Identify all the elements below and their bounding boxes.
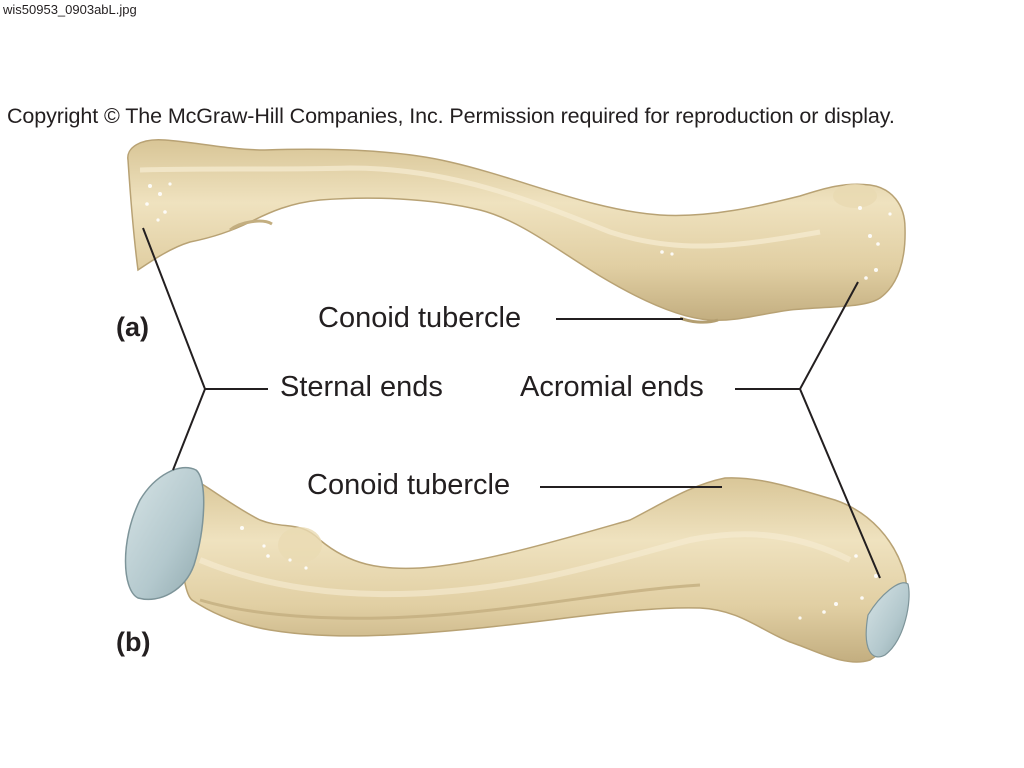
panel-label-a: (a) [116,312,149,342]
label-acromial-ends: Acromial ends [520,371,704,403]
label-conoid-tubercle-bottom: Conoid tubercle [307,469,511,501]
sternal-cartilage [124,466,205,601]
leader-sternal-fork [142,227,207,471]
label-sternal-ends: Sternal ends [280,371,443,403]
panel-label-b: (b) [116,627,151,657]
acromial-cartilage [865,582,910,658]
clavicle-a [127,139,906,324]
label-conoid-tubercle-top: Conoid tubercle [318,302,522,334]
leader-lines [142,227,881,579]
file-name: wis50953_0903abL.jpg [3,2,137,17]
clavicle-b [124,466,910,663]
copyright-notice: Copyright © The McGraw-Hill Companies, I… [7,104,895,128]
